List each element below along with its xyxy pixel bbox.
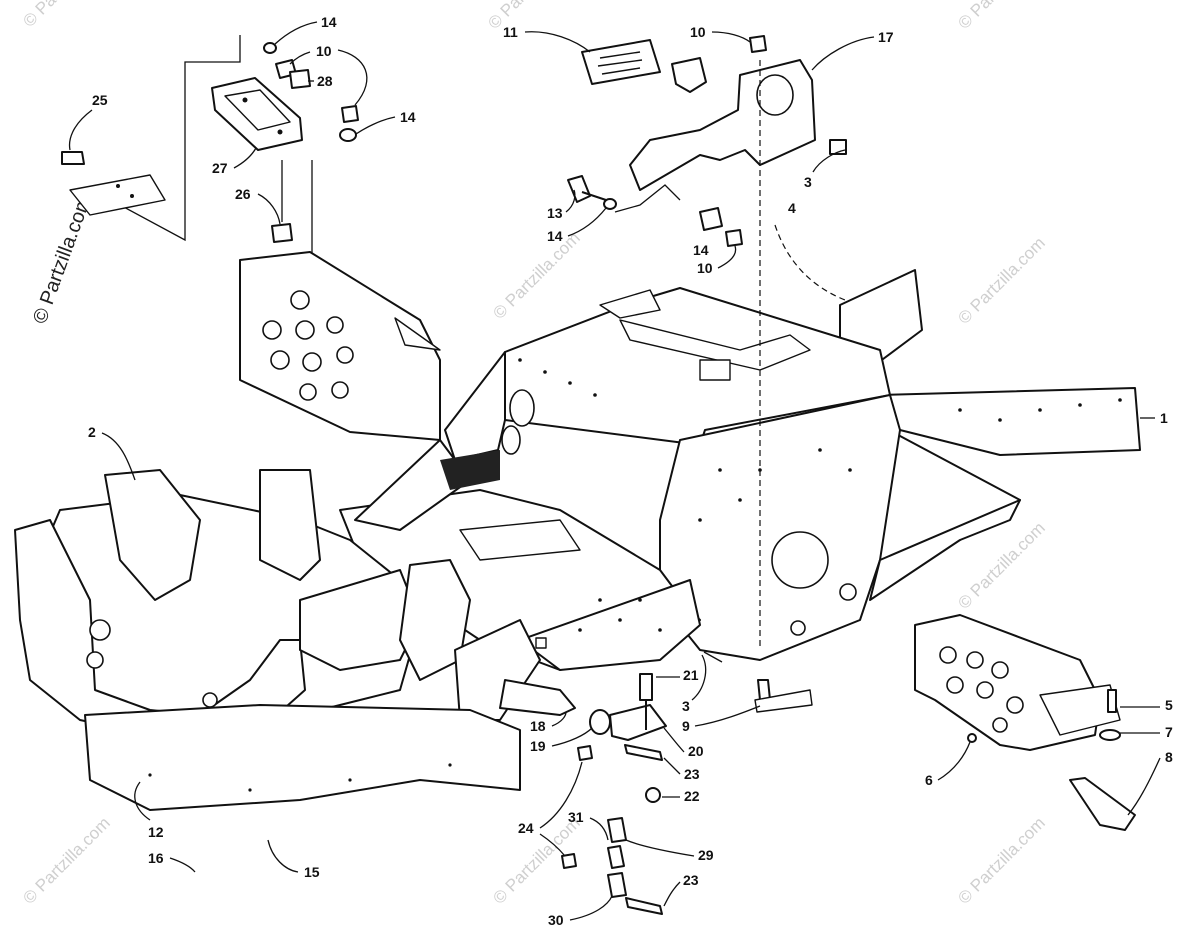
callout-3: 3: [682, 698, 690, 714]
callouts: 1 2 3 3 4 5 6 7 8 9 10 10 10 11 12 13 14: [68, 14, 1173, 928]
callout-14: 14: [693, 242, 709, 258]
callout-15: 15: [304, 864, 320, 880]
watermark: © Partzilla.com: [19, 0, 113, 31]
callout-17: 17: [878, 29, 894, 45]
callout-21: 21: [683, 667, 699, 683]
nut-22: [645, 787, 661, 803]
callout-14: 14: [547, 228, 563, 244]
plate-11: [581, 39, 661, 85]
callout-29: 29: [698, 847, 714, 863]
callout-12: 12: [148, 824, 164, 840]
bolt-21: [639, 673, 653, 701]
callout-24: 24: [518, 820, 534, 836]
callout-19: 19: [530, 738, 546, 754]
callout-14: 14: [321, 14, 337, 30]
bracket-plate: [69, 174, 166, 216]
lever-20: [609, 704, 667, 741]
callout-13: 13: [547, 205, 563, 221]
callout-7: 7: [1165, 724, 1173, 740]
callout-20: 20: [688, 743, 704, 759]
bolt-13: [567, 175, 591, 203]
callout-6: 6: [925, 772, 933, 788]
nut-10c: [749, 35, 767, 53]
nut-26: [271, 223, 293, 243]
washer-14c: [603, 198, 617, 210]
callout-1: 1: [1160, 410, 1168, 426]
callout-28: 28: [317, 73, 333, 89]
nut-24b: [561, 853, 577, 869]
shock-hardware: [499, 651, 813, 915]
small-plate: [699, 207, 723, 231]
bolt-23b: [625, 897, 663, 915]
callout-5: 5: [1165, 697, 1173, 713]
bolt-23a: [624, 744, 663, 761]
clip-29: [607, 817, 627, 843]
bolt-5: [1107, 689, 1117, 713]
nut-24a: [577, 745, 593, 761]
callout-14: 14: [400, 109, 416, 125]
watermark: © Partzilla.com: [954, 0, 1048, 33]
rivet-6: [967, 733, 977, 743]
rivets: [518, 358, 1122, 632]
skid-plate-right: [914, 614, 1136, 831]
nut-10b: [341, 105, 359, 123]
callout-22: 22: [684, 788, 700, 804]
main-chassis-frame: [14, 60, 1141, 811]
callout-31: 31: [568, 809, 584, 825]
bracket-assembly-top-left: [61, 35, 359, 262]
spacer-28: [289, 69, 311, 89]
watermark: © Partzilla.com: [19, 813, 113, 907]
pin-31: [607, 845, 625, 869]
strap-8: [1069, 777, 1136, 831]
washer-14: [263, 42, 277, 54]
callout-3: 3: [804, 174, 812, 190]
watermark: © Partzilla.com: [484, 0, 578, 33]
callout-11: 11: [503, 24, 518, 40]
callout-25: 25: [92, 92, 108, 108]
callout-23: 23: [684, 766, 700, 782]
watermark: © Partzilla.com: [954, 813, 1048, 907]
watermark: © Partzilla.com: [489, 228, 583, 322]
callout-2: 2: [88, 424, 96, 440]
shim: [671, 57, 707, 93]
callout-10: 10: [697, 260, 713, 276]
callout-8: 8: [1165, 749, 1173, 765]
bolt-25: [61, 151, 85, 165]
callout-10: 10: [690, 24, 706, 40]
callout-27: 27: [212, 160, 228, 176]
watermark: © Partzilla.com: [954, 233, 1048, 327]
callout-9: 9: [682, 718, 690, 734]
callout-30: 30: [548, 912, 564, 928]
skid-plate-upper: [239, 251, 441, 441]
callout-18: 18: [530, 718, 546, 734]
washer-14b: [339, 128, 357, 142]
callout-16: 16: [148, 850, 164, 866]
bushing-19: [589, 709, 611, 735]
callout-23: 23: [683, 872, 699, 888]
steering-mount-assembly: [567, 35, 847, 247]
callout-26: 26: [235, 186, 251, 202]
joint-30: [607, 872, 627, 898]
callout-4: 4: [788, 200, 796, 216]
side-watermark: © Partzilla.com: [29, 193, 96, 327]
washer-7: [1099, 729, 1121, 741]
callout-10: 10: [316, 43, 332, 59]
shock-18: [499, 679, 576, 716]
nut-10d: [725, 229, 743, 247]
